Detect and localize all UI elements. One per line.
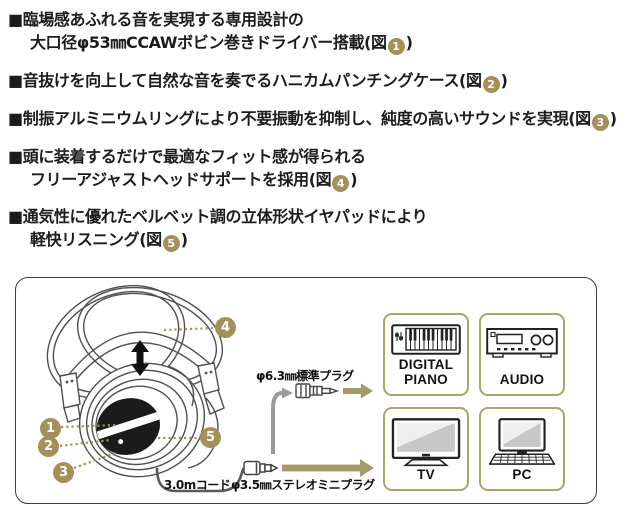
device-card-pc: PC — [479, 407, 565, 491]
figure-ref-badge-3: 3 — [591, 114, 609, 131]
device-card-tv: TV — [383, 407, 469, 491]
feature-item-head-support: ■頭に装着するだけで最適なフィット感が得られる フリーアジャストヘッドサポートを… — [8, 145, 366, 192]
device-label: PC — [512, 467, 532, 482]
device-card-digital-piano: DIGITAL PIANO — [383, 313, 469, 396]
feature-line: ■臨場感あふれる音を実現する専用設計の — [8, 10, 304, 29]
feature-item-driver: ■臨場感あふれる音を実現する専用設計の 大口径φ53㎜CCAWボビン巻きドライバ… — [8, 8, 413, 55]
callout-badge-3: 3 — [53, 462, 74, 483]
plug-3-5-icon — [243, 460, 279, 476]
adjust-arrow-icon — [131, 340, 149, 376]
pc-icon — [489, 418, 555, 465]
cord-label: 3.0mコード — [164, 478, 231, 492]
headphones-illustration — [46, 284, 225, 478]
arrow-to-piano-audio-icon — [343, 383, 373, 399]
device-label: AUDIO — [499, 372, 545, 387]
digital-piano-icon — [391, 324, 461, 355]
figure-ref-badge-1: 1 — [387, 38, 405, 55]
audio-receiver-icon — [486, 328, 558, 358]
figure-ref-badge-4: 4 — [332, 175, 350, 192]
diagram-artwork — [46, 284, 374, 493]
feature-line: ■通気性に優れたベルベット調の立体形状イヤパッドにより — [8, 207, 428, 226]
callout-badge-2: 2 — [38, 436, 59, 457]
plug-6-3-icon — [295, 383, 340, 399]
callout-badge-4: 4 — [215, 317, 236, 338]
connection-diagram: 1 2 3 4 5 φ6.3㎜標準プラグ 3.0mコード φ3.5㎜ステレオミニ… — [15, 277, 597, 504]
arrow-to-tv-pc-icon — [282, 459, 374, 477]
callout-badge-1: 1 — [40, 418, 61, 439]
figure-ref-badge-5: 5 — [162, 235, 180, 252]
callout-badge-5: 5 — [200, 427, 221, 448]
feature-line: ■頭に装着するだけで最適なフィット感が得られる — [8, 147, 366, 166]
device-label: TV — [417, 467, 435, 482]
figure-ref-badge-2: 2 — [482, 76, 500, 93]
tv-icon — [391, 418, 461, 467]
device-card-audio: AUDIO — [479, 313, 565, 396]
plug-35-label: φ3.5㎜ステレオミニプラグ — [231, 478, 375, 492]
adapter-guide-line — [271, 387, 293, 454]
plug-63-label: φ6.3㎜標準プラグ — [256, 369, 354, 383]
callout-leader-lines — [59, 326, 216, 470]
device-label: DIGITAL PIANO — [398, 357, 454, 387]
cable-line — [155, 467, 245, 493]
